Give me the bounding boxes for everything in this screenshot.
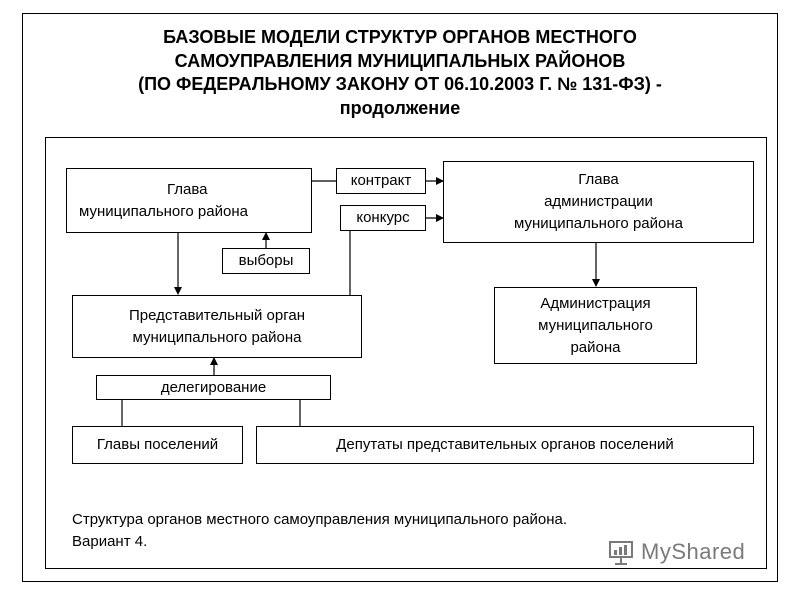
competition-label: конкурс [356,209,410,226]
head-of-administration-line-3: муниципального района [514,215,683,232]
title-line-1: БАЗОВЫЕ МОДЕЛИ СТРУКТУР ОРГАНОВ МЕСТНОГО [163,27,637,47]
competition-label-box: конкурс [340,205,426,231]
settlement-heads-label: Главы поселений [96,436,219,453]
contract-label: контракт [350,172,412,189]
settlement-heads-box: Главы поселений [72,426,243,464]
settlement-deputies-label: Депутаты представительных органов поселе… [336,436,674,453]
myshared-watermark: MyShared [607,536,767,568]
presentation-board-icon [609,541,633,565]
delegation-label: делегирование [160,378,267,396]
head-of-administration-box: Глава администрации муниципального район… [443,161,754,243]
diagram-caption: Структура органов местного самоуправлени… [72,509,752,553]
title-line-3: (ПО ФЕДЕРАЛЬНОМУ ЗАКОНУ ОТ 06.10.2003 Г.… [138,74,662,94]
title-line-4: продолжение [339,97,461,118]
representative-body-line-2: муниципального района [132,328,302,346]
elections-label: выборы [238,252,294,269]
slide-frame [22,13,778,582]
elections-label-box: выборы [222,248,310,274]
head-of-district-line-1: Глава [167,180,208,198]
administration-line-3: района [570,338,621,356]
title-line-2: САМОУПРАВЛЕНИЯ МУНИЦИПАЛЬНЫХ РАЙОНОВ [174,50,626,71]
watermark-text: MyShared [641,539,746,564]
head-of-district-box: Глава муниципального района [66,168,312,233]
caption-line-2: Вариант 4. [72,533,148,550]
connector-representative-to-competition [349,229,386,295]
representative-body-box: Представительный орган муниципального ра… [72,295,362,358]
representative-body-line-1: Представительный орган [129,306,305,324]
head-of-administration-line-1: Глава [578,171,619,188]
administration-line-2: муниципального [538,316,653,334]
administration-line-1: Администрация [540,294,651,312]
head-of-administration-line-2: администрации [544,193,653,210]
slide-title: БАЗОВЫЕ МОДЕЛИ СТРУКТУР ОРГАНОВ МЕСТНОГО… [22,26,778,120]
settlement-deputies-box: Депутаты представительных органов поселе… [256,426,754,464]
diagram-frame [45,137,767,569]
contract-label-box: контракт [336,168,426,194]
delegation-label-box: делегирование [96,375,331,400]
head-of-district-line-2: муниципального района [79,202,248,220]
administration-box: Администрация муниципального района [494,287,697,364]
caption-line-1: Структура органов местного самоуправлени… [72,511,567,528]
